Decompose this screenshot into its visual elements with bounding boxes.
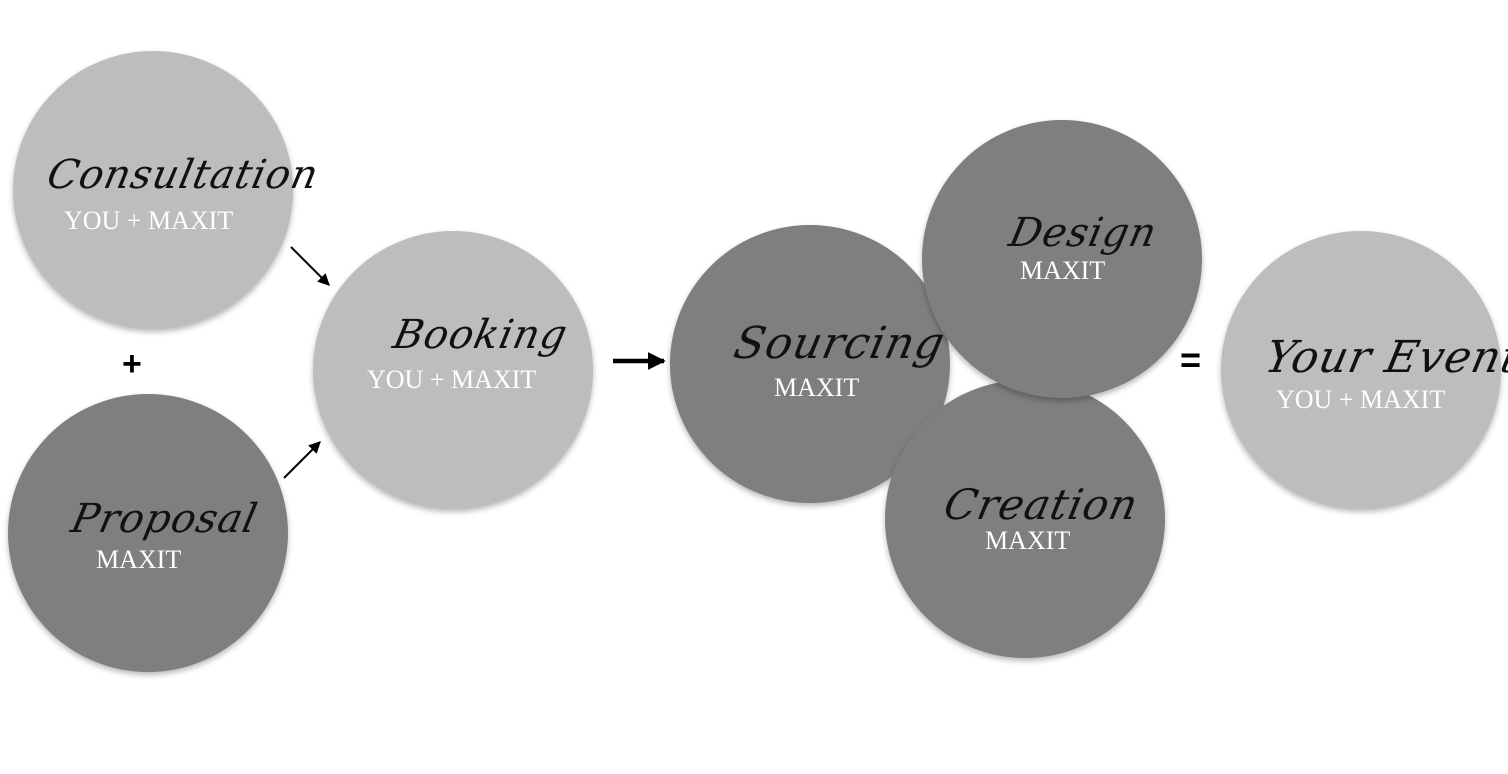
your-event-title: Your Event: [1260, 332, 1508, 383]
design-participants: MAXIT: [1020, 256, 1106, 285]
equals-operator: =: [1180, 339, 1202, 380]
arrow-consultation-to-booking: [290, 246, 330, 286]
consultation-title: Consultation: [43, 152, 324, 198]
consultation-circle: [13, 51, 293, 329]
creation-participants: MAXIT: [985, 526, 1071, 555]
booking-title: Booking: [389, 312, 572, 358]
proposal-title: Proposal: [67, 496, 262, 542]
sourcing-title: Sourcing: [729, 318, 950, 369]
design-circle: [922, 120, 1202, 398]
proposal-circle: [8, 394, 288, 672]
arrow-proposal-to-booking: [283, 441, 321, 479]
your-event-participants: YOU + MAXIT: [1276, 385, 1446, 414]
creation-circle: [885, 380, 1165, 658]
sourcing-participants: MAXIT: [774, 373, 860, 402]
design-title: Design: [1005, 210, 1162, 256]
booking-circle: [313, 231, 593, 509]
booking-participants: YOU + MAXIT: [367, 365, 537, 394]
plus-operator: +: [122, 345, 142, 383]
your-event-circle: [1221, 231, 1501, 509]
proposal-participants: MAXIT: [96, 545, 182, 574]
creation-title: Creation: [939, 480, 1143, 529]
consultation-participants: YOU + MAXIT: [64, 206, 234, 235]
